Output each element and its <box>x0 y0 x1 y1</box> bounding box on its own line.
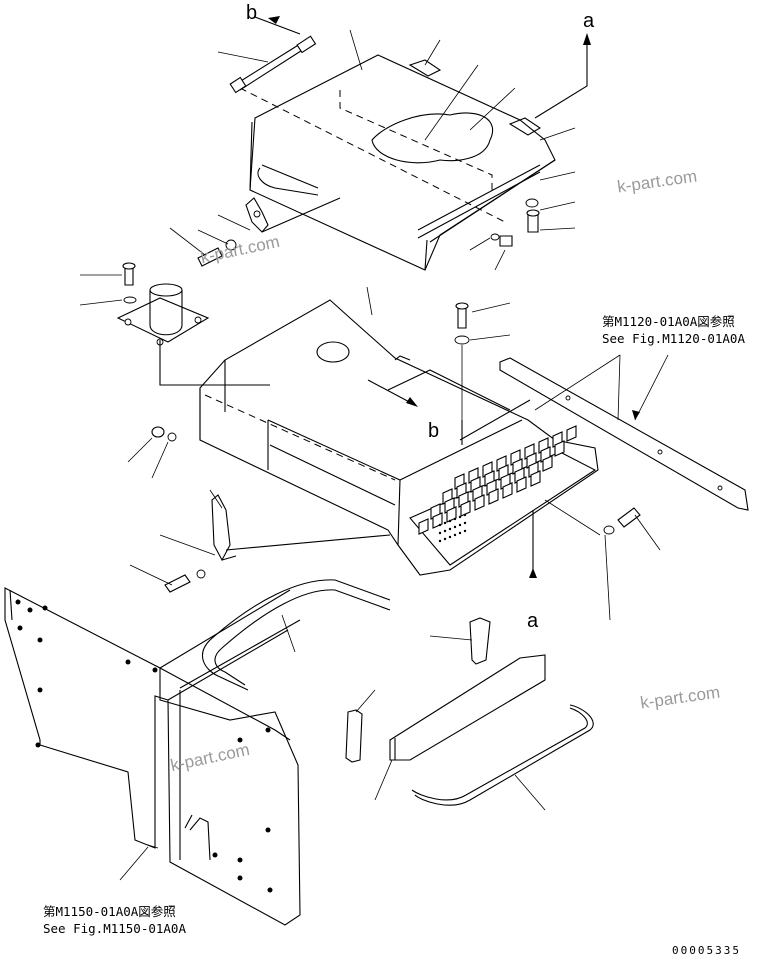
frame-hole <box>237 857 243 863</box>
frame-hole <box>17 625 23 631</box>
grille-dot <box>463 529 467 533</box>
frame-hole <box>27 607 33 613</box>
grille-cell <box>418 518 429 535</box>
seal-strip-right <box>389 654 546 761</box>
frame-hole <box>267 887 273 893</box>
left-mount <box>116 262 270 386</box>
arrow-label-a-bottom: a <box>527 610 539 632</box>
grille-cell <box>488 488 499 505</box>
upper-latch <box>245 197 341 233</box>
grille-dot <box>448 527 452 531</box>
frame-hole <box>265 827 271 833</box>
grille-dot <box>443 537 447 541</box>
grille-cell <box>566 425 577 442</box>
frame-hole <box>37 687 43 693</box>
left-nut-washer <box>151 426 177 442</box>
upper-left-bolt <box>197 239 237 267</box>
arrow-label-b-top: b <box>246 2 258 24</box>
small-block-b <box>345 709 363 763</box>
frame-hole <box>212 852 218 858</box>
seal-u-right <box>411 704 594 806</box>
reference-arrows <box>119 354 669 881</box>
grille-cell <box>474 494 485 511</box>
grille-dot <box>443 521 447 525</box>
radiator-right-bolt <box>544 499 641 536</box>
radiator-box <box>199 299 599 576</box>
frame-hole <box>125 659 131 665</box>
top-cover <box>239 54 556 271</box>
seal-u-left <box>201 579 391 691</box>
arrow-b-mid <box>367 379 418 407</box>
grille-cell <box>554 440 565 457</box>
reference-right-jp: 第M1120-01A0A図参照 <box>602 314 735 329</box>
top-rod <box>229 35 317 94</box>
upper-right-fasteners <box>490 198 540 247</box>
small-block-a <box>469 617 491 665</box>
frame-hole <box>35 742 41 748</box>
right-side-rail <box>499 357 749 511</box>
grille-dot <box>438 539 442 543</box>
grille-dot <box>438 523 442 527</box>
arrow-b-top <box>254 16 301 35</box>
lower-frame-holes <box>15 599 273 893</box>
arrow-a-top <box>534 33 591 119</box>
grille-cell <box>460 500 471 517</box>
grille-dot <box>453 517 457 521</box>
arrow-label-b-mid: b <box>428 420 440 442</box>
grille-dot <box>453 533 457 537</box>
reference-right-en: See Fig.M1120-01A0A <box>602 331 745 346</box>
reference-bottom-en: See Fig.M1150-01A0A <box>43 921 186 936</box>
grille-dot <box>458 515 462 519</box>
frame-hole <box>37 637 43 643</box>
grille-dot <box>458 531 462 535</box>
radiator-grille <box>418 425 577 543</box>
arrow-a-bottom <box>529 510 537 578</box>
grille-dot <box>448 519 452 523</box>
top-bracket-left <box>408 59 442 77</box>
reference-bottom-jp: 第M1150-01A0A図参照 <box>43 904 176 919</box>
frame-hole <box>237 875 243 881</box>
grille-dot <box>443 529 447 533</box>
grille-dot <box>448 535 452 539</box>
arrow-label-a-top: a <box>583 10 595 32</box>
lower-frame <box>4 587 301 926</box>
grille-dot <box>463 513 467 517</box>
radiator-top-bolt <box>454 302 470 420</box>
grille-dot <box>458 523 462 527</box>
top-bracket-right <box>508 117 542 136</box>
drawing-number: 00005335 <box>672 944 741 957</box>
grille-cell <box>502 482 513 499</box>
grille-dot <box>438 531 442 535</box>
lower-latch <box>164 494 391 593</box>
grille-dot <box>453 525 457 529</box>
grille-cell <box>446 506 457 523</box>
frame-hole <box>15 599 21 605</box>
frame-hole <box>42 605 48 611</box>
frame-hole <box>265 727 271 733</box>
grille-cell <box>516 476 527 493</box>
grille-dot <box>463 521 467 525</box>
frame-hole <box>152 667 158 673</box>
frame-hole <box>237 737 243 743</box>
grille-cell <box>530 470 541 487</box>
leader-lines <box>79 29 661 849</box>
grille-cell <box>542 455 553 472</box>
